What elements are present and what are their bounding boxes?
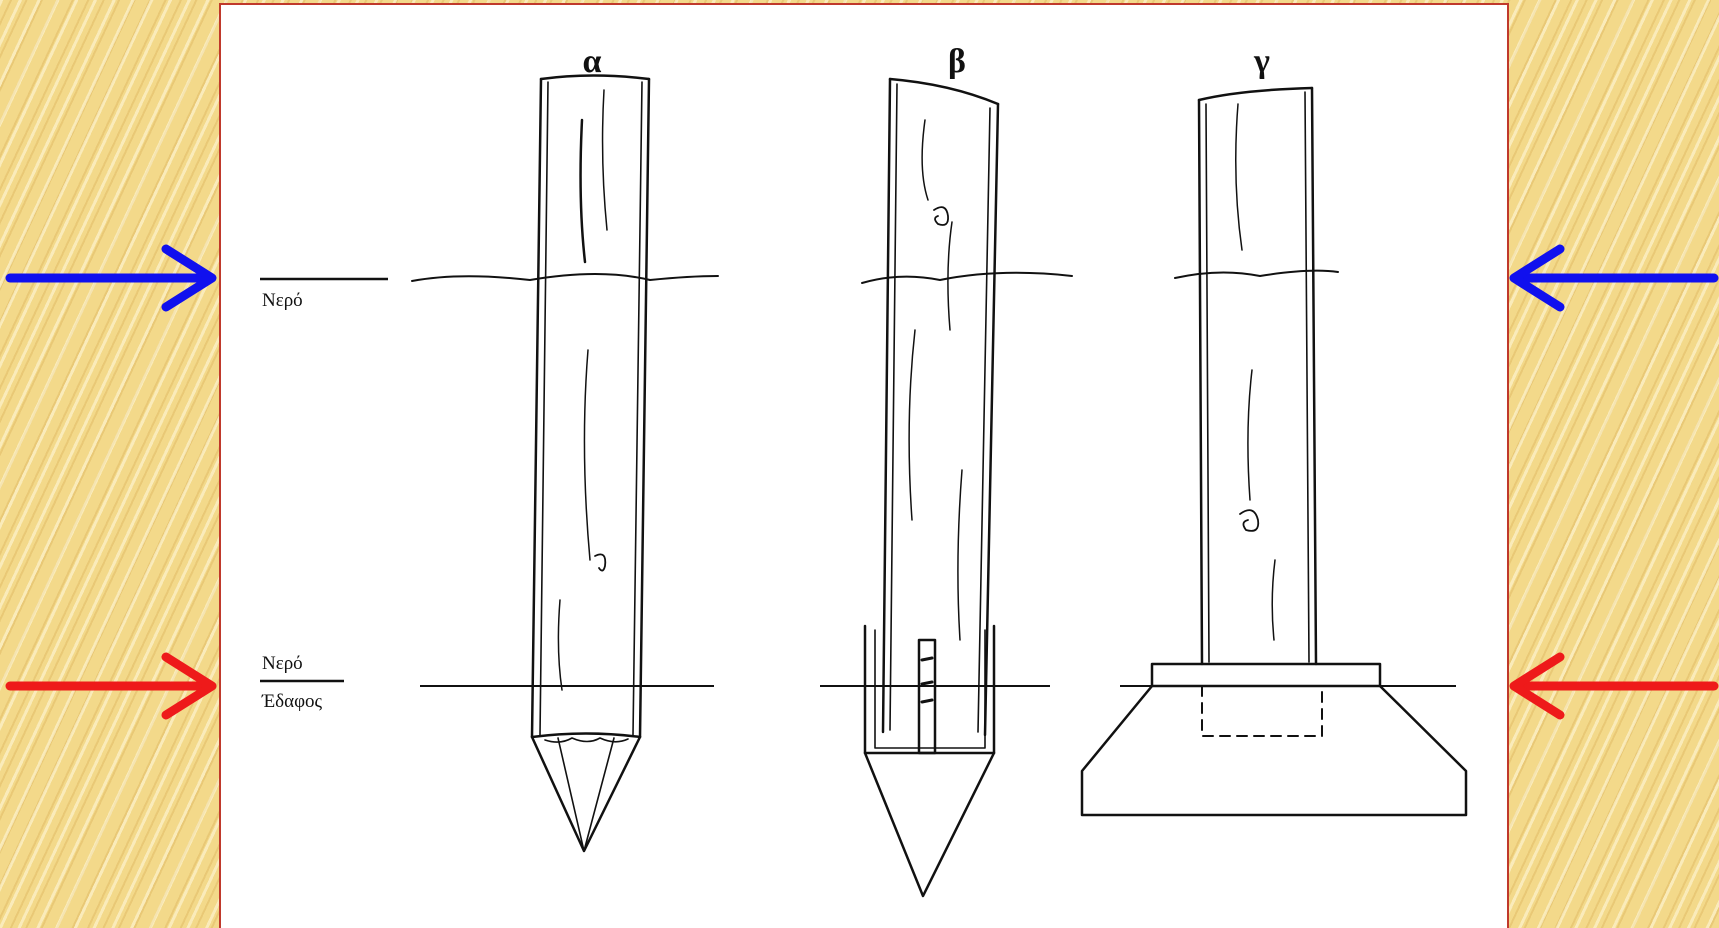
water-line-alpha [411, 273, 719, 282]
ground-level-label: Έδαφος [261, 691, 323, 712]
water-line-gamma [1174, 269, 1339, 279]
pile-label-alpha: α [583, 43, 602, 80]
arrow-right-water-icon [1509, 244, 1719, 312]
arrow-left-ground-icon [5, 652, 217, 720]
steel-shoe-beta [863, 624, 996, 898]
water-level-label-bottom: Νερό [262, 653, 303, 674]
water-line-beta [861, 271, 1073, 284]
arrow-left-water-icon [5, 244, 217, 312]
pile-label-gamma: γ [1253, 43, 1270, 80]
pile-label-beta: β [948, 43, 966, 80]
pile-beta [881, 77, 1000, 737]
water-level-label-top: Νερό [262, 290, 303, 311]
diagram-panel [219, 3, 1509, 928]
pile-gamma [1197, 86, 1318, 666]
arrow-right-ground-icon [1509, 652, 1719, 720]
pile-alpha [530, 74, 651, 853]
